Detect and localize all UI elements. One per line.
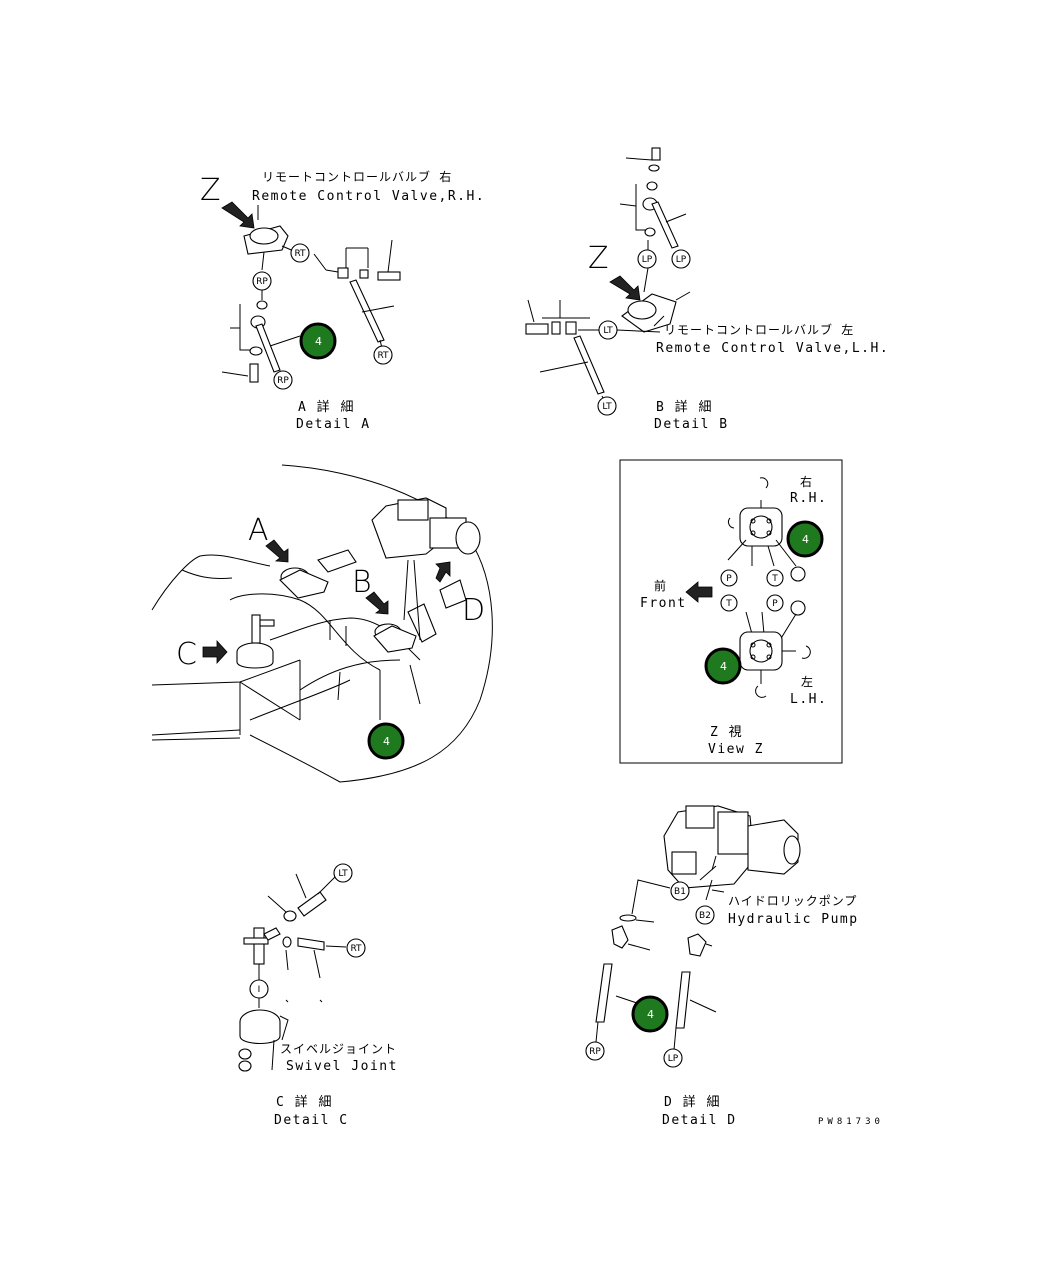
svg-text:P: P xyxy=(772,599,778,609)
svg-text:B2: B2 xyxy=(699,911,711,921)
detail-d-tag-rp xyxy=(585,1041,605,1061)
detail-a-caption-en: Detail A xyxy=(296,417,371,432)
view-z-front-en: Front xyxy=(640,596,687,611)
detail-b-tag-lt-2 xyxy=(597,396,617,416)
view-b-arrow xyxy=(365,591,389,615)
detail-d-caption-jp: D 詳 細 xyxy=(664,1094,721,1110)
port-t-upper xyxy=(766,569,784,587)
view-label-d: D xyxy=(462,593,485,628)
svg-text:T: T xyxy=(771,574,778,584)
view-z-lh-jp: 左 xyxy=(801,674,814,689)
detail-a: Z リモートコントロールバルブ 右 Remote Control Valve,R… xyxy=(200,169,485,383)
svg-text:RT: RT xyxy=(294,249,306,259)
detail-d-part-name-jp: ハイドロリックポンプ xyxy=(728,894,857,908)
detail-b-caption-en: Detail B xyxy=(654,417,729,432)
svg-text:LT: LT xyxy=(338,869,348,879)
detail-b-tag-lp-2 xyxy=(671,249,691,269)
port-t-lower xyxy=(720,594,738,612)
detail-a-tag-rp-1 xyxy=(252,271,272,291)
svg-text:P: P xyxy=(726,574,732,584)
callout-item-a[interactable]: 4 xyxy=(299,322,337,360)
svg-text:B1: B1 xyxy=(674,887,686,897)
detail-c-caption-jp: C 詳 細 xyxy=(276,1094,333,1110)
svg-text:I: I xyxy=(258,985,261,995)
detail-a-view-letter: Z xyxy=(200,173,221,208)
svg-text:4: 4 xyxy=(647,1008,654,1021)
view-z-frame xyxy=(619,459,843,764)
svg-text:RT: RT xyxy=(377,351,389,361)
detail-c-part-name-jp: スイベルジョイント xyxy=(280,1042,397,1056)
detail-c-part-name-en: Swivel Joint xyxy=(286,1059,398,1074)
detail-a-caption-jp: A 詳 細 xyxy=(298,399,355,415)
detail-b: Z xyxy=(525,147,691,401)
detail-b-tags: LP LP LT LT xyxy=(597,249,691,416)
detail-c xyxy=(238,873,347,1072)
svg-text:4: 4 xyxy=(383,735,390,748)
view-z-lh-en: L.H. xyxy=(790,692,827,707)
svg-text:4: 4 xyxy=(802,533,809,546)
detail-d xyxy=(595,805,801,1051)
view-z-caption-jp: Z 視 xyxy=(710,725,743,740)
view-label-b: B xyxy=(352,565,372,600)
view-z-caption-en: View Z xyxy=(708,742,764,757)
svg-text:RP: RP xyxy=(277,376,289,386)
detail-d-part-name-en: Hydraulic Pump xyxy=(728,912,859,927)
svg-text:LP: LP xyxy=(668,1054,679,1064)
detail-a-tags: RT RP RP RT xyxy=(252,243,393,390)
detail-c-caption-en: Detail C xyxy=(274,1113,349,1128)
port-p-lower xyxy=(766,594,784,612)
view-c-arrow xyxy=(202,639,228,665)
detail-a-view-arrow xyxy=(221,201,255,229)
detail-d-tag-lp xyxy=(663,1048,683,1068)
callout-item-detail-d[interactable]: 4 xyxy=(631,995,669,1033)
detail-b-tag-lp-1 xyxy=(637,249,657,269)
detail-a-part-name-en: Remote Control Valve,R.H. xyxy=(252,189,485,204)
detail-d-tags: B1 B2 RP LP xyxy=(585,881,715,1068)
svg-text:LT: LT xyxy=(603,326,613,336)
view-a-arrow xyxy=(265,539,289,563)
callout-item-view-z-rh[interactable]: 4 xyxy=(786,520,824,558)
detail-b-caption-jp: B 詳 細 xyxy=(656,399,713,415)
svg-text:T: T xyxy=(725,599,732,609)
detail-c-tag-i xyxy=(249,979,269,999)
detail-b-part-name-jp: リモートコントロールバルブ 左 xyxy=(664,322,854,337)
svg-text:RT: RT xyxy=(350,944,362,954)
detail-c-tag-lt xyxy=(333,863,353,883)
detail-b-view-arrow xyxy=(609,275,641,301)
view-z: 右 R.H. 前 Front P T T P xyxy=(619,459,843,764)
svg-text:LP: LP xyxy=(642,255,653,265)
detail-a-tag-rt-1 xyxy=(290,243,310,263)
callout-item-view-z-lh[interactable]: 4 xyxy=(704,647,742,685)
detail-d-tag-b2 xyxy=(695,905,715,925)
svg-text:4: 4 xyxy=(315,335,322,348)
svg-text:RP: RP xyxy=(256,277,268,287)
svg-text:LP: LP xyxy=(676,255,687,265)
detail-a-tag-rp-2 xyxy=(273,370,293,390)
detail-d-caption-en: Detail D xyxy=(662,1113,737,1128)
detail-b-view-letter: Z xyxy=(588,241,609,276)
detail-a-tag-rt-2 xyxy=(373,345,393,365)
main-assembly-view: A B C D xyxy=(151,464,493,783)
view-label-c: C xyxy=(176,637,197,672)
view-d-arrow xyxy=(435,561,451,583)
view-label-a: A xyxy=(248,513,269,548)
callout-item-main-view[interactable]: 4 xyxy=(367,722,405,760)
detail-b-part-name-en: Remote Control Valve,L.H. xyxy=(656,341,889,356)
view-z-rh-en: R.H. xyxy=(790,491,827,506)
detail-c-tag-rt xyxy=(346,938,366,958)
detail-c-tags: LT RT I xyxy=(249,863,366,999)
view-z-rh-jp: 右 xyxy=(800,474,813,489)
view-z-front-jp: 前 xyxy=(654,578,667,593)
detail-d-tag-b1 xyxy=(670,881,690,901)
svg-text:RP: RP xyxy=(589,1047,601,1057)
port-p-upper xyxy=(720,569,738,587)
drawing-number: PW81730 xyxy=(818,1117,884,1127)
front-direction-arrow xyxy=(685,581,713,603)
svg-text:4: 4 xyxy=(720,660,727,673)
detail-a-part-name-jp: リモートコントロールバルブ 右 xyxy=(262,169,452,184)
svg-text:LT: LT xyxy=(602,402,612,412)
